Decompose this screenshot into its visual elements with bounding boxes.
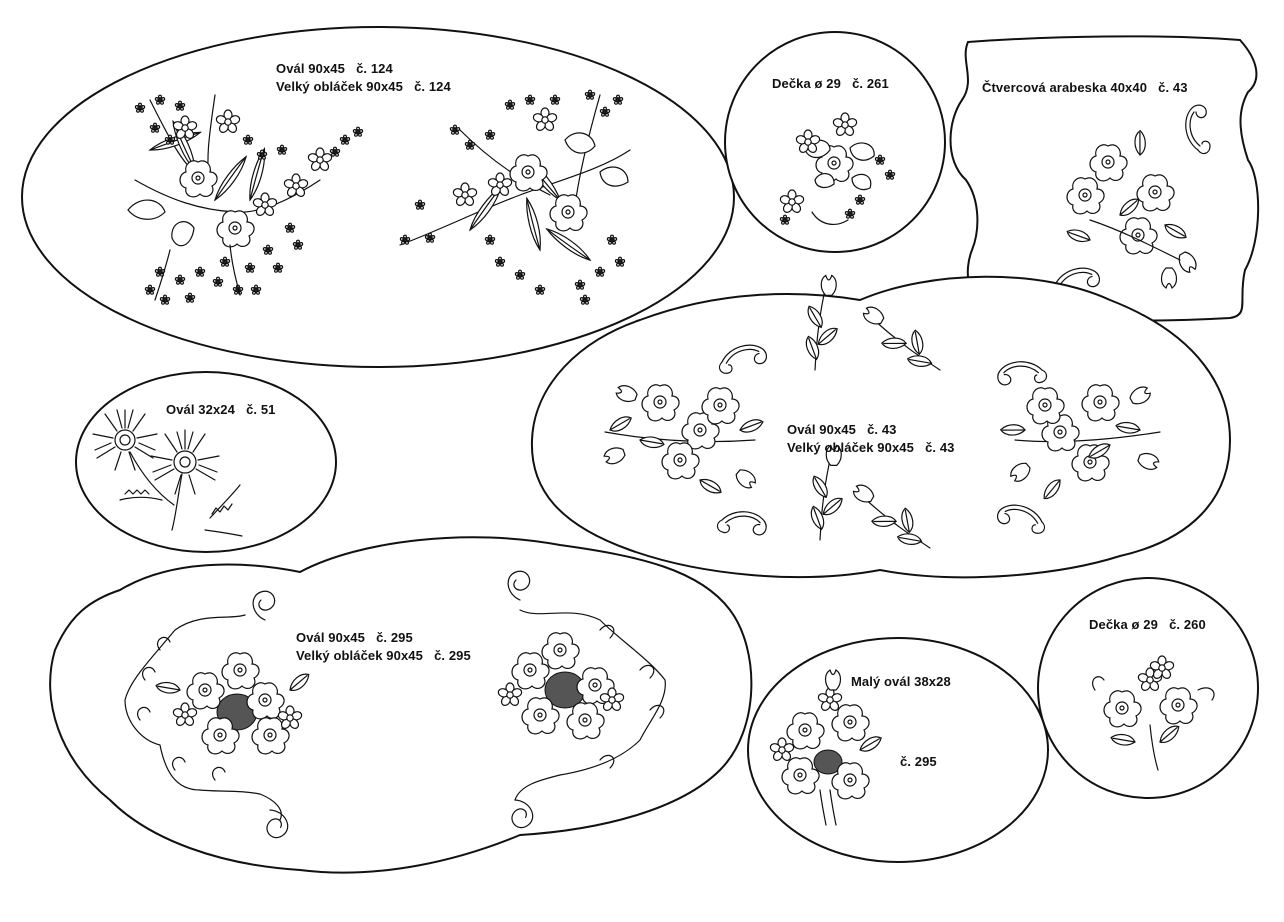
oval-51-label: Ovál 32x24 č. 51 [166,402,276,417]
oval-295-label-1: Ovál 90x45 č. 295 [296,630,413,645]
oval-43-label-1: Ovál 90x45 č. 43 [787,422,897,437]
oval-124-label-2: Velký obláček 90x45 č. 124 [276,79,451,94]
bouquet-icon [768,669,885,826]
decka-261-label: Dečka ø 29 č. 261 [772,76,889,91]
arabeska-43-label: Čtvercová arabeska 40x40 č. 43 [982,80,1188,95]
oval-295-outline [49,536,753,874]
maly-oval-295-label-1: Malý ovál 38x28 [851,674,951,689]
oval-124-outline [21,26,735,368]
decka-261-outline [724,31,946,253]
oval-295-label-2: Velký obláček 90x45 č. 295 [296,648,471,663]
oval-51-outline [75,371,337,553]
oval-124-label-1: Ovál 90x45 č. 124 [276,61,393,76]
sunflower-icon [92,409,243,537]
flower-spray-icon [399,89,631,305]
arabesque-scroll-icon [1048,104,1211,299]
flower-spray-icon [778,112,896,226]
flower-spray-icon [127,94,364,305]
flower-spray-icon [1092,655,1215,771]
decka-260-label: Dečka ø 29 č. 260 [1089,617,1206,632]
oval-43-outline [530,275,1232,579]
maly-oval-295-label-2: č. 295 [900,754,937,769]
bouquet-icon [124,570,666,841]
cornflower-icon [602,269,1161,569]
oval-43-label-2: Velký obláček 90x45 č. 43 [787,440,955,455]
